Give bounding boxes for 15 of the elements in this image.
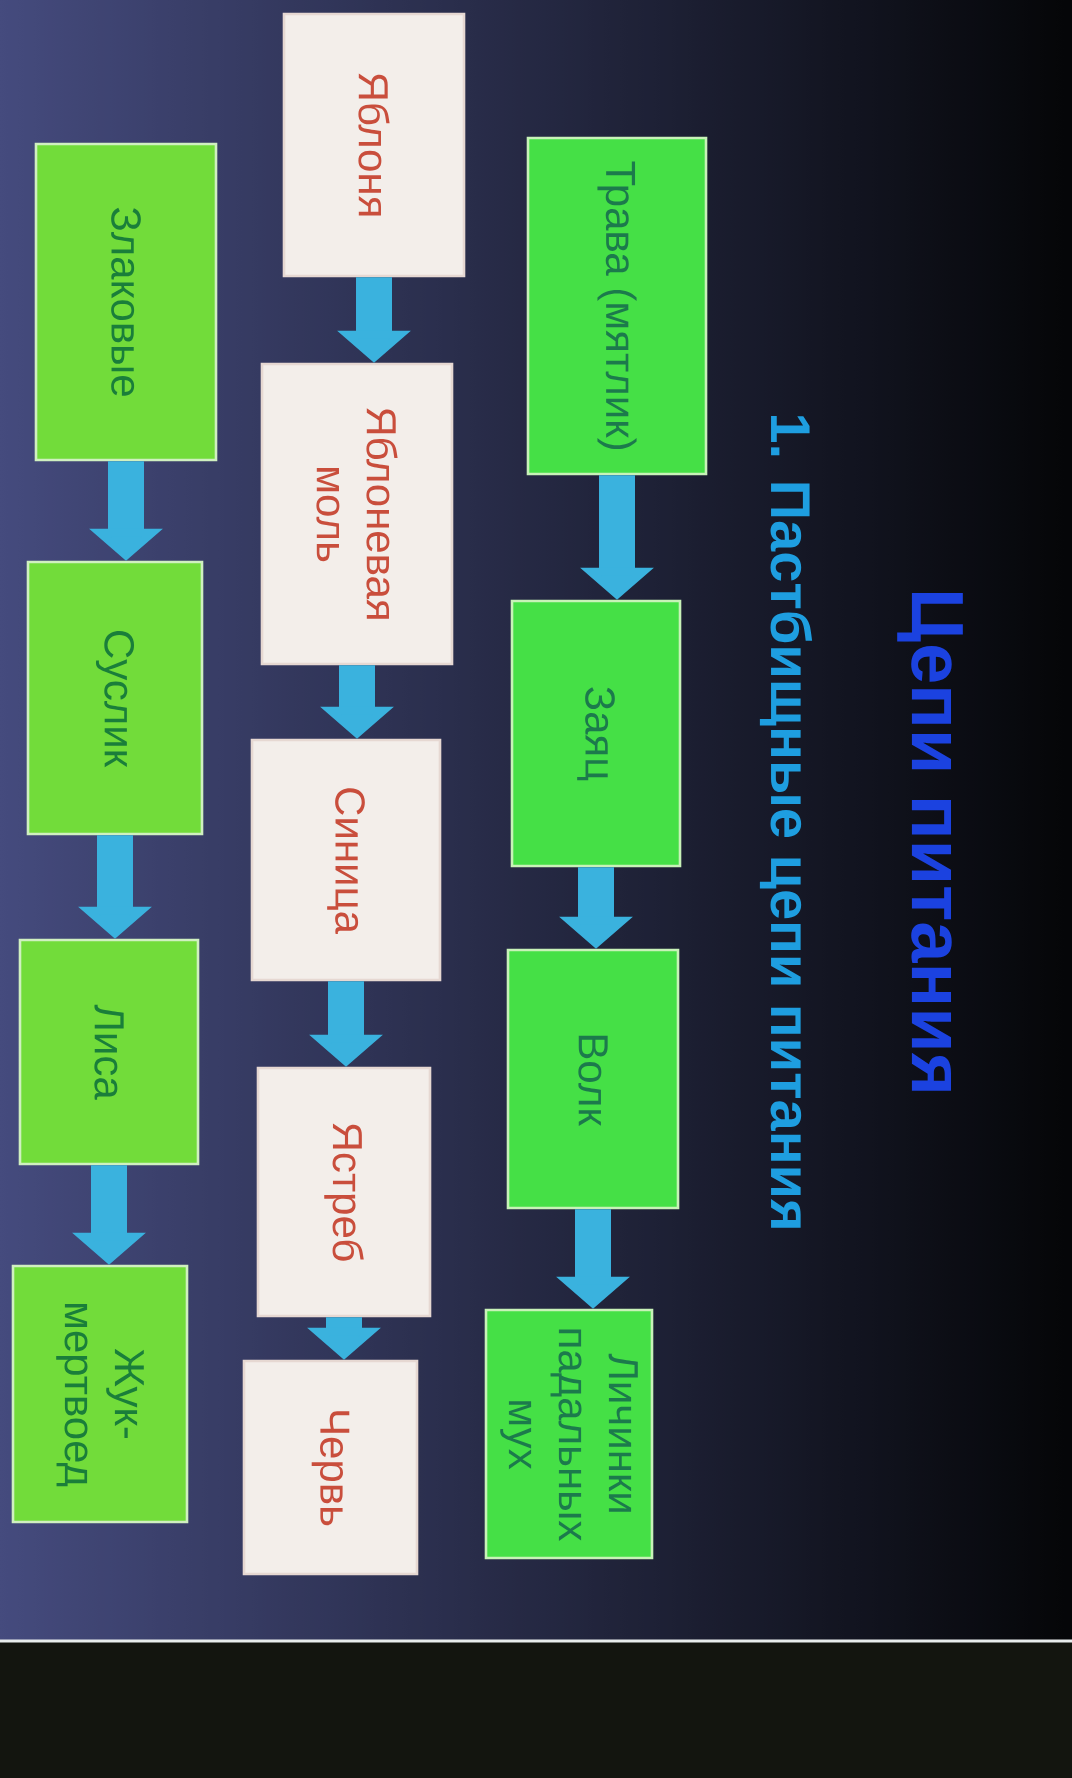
species-box: Ястреб bbox=[256, 1066, 432, 1318]
title: Цепи питания bbox=[897, 593, 963, 1091]
species-box: Жук-мертвоед bbox=[11, 1264, 189, 1524]
species-box: Личинки падальных мух bbox=[484, 1308, 654, 1560]
species-box: Яблоня bbox=[282, 12, 466, 278]
species-box: Трава (мятлик) bbox=[526, 136, 708, 476]
species-box: Заяц bbox=[510, 599, 682, 868]
species-box: Синица bbox=[250, 738, 442, 982]
species-box: Червь bbox=[242, 1359, 419, 1576]
subtitle: 1. Пастбищные цепи питания bbox=[759, 415, 813, 1228]
species-box: Суслик bbox=[26, 560, 204, 836]
species-box: Волк bbox=[506, 948, 680, 1210]
species-box: Лиса bbox=[18, 938, 200, 1166]
species-box: Яблоневая моль bbox=[260, 362, 454, 666]
species-box: Злаковые bbox=[34, 142, 218, 462]
